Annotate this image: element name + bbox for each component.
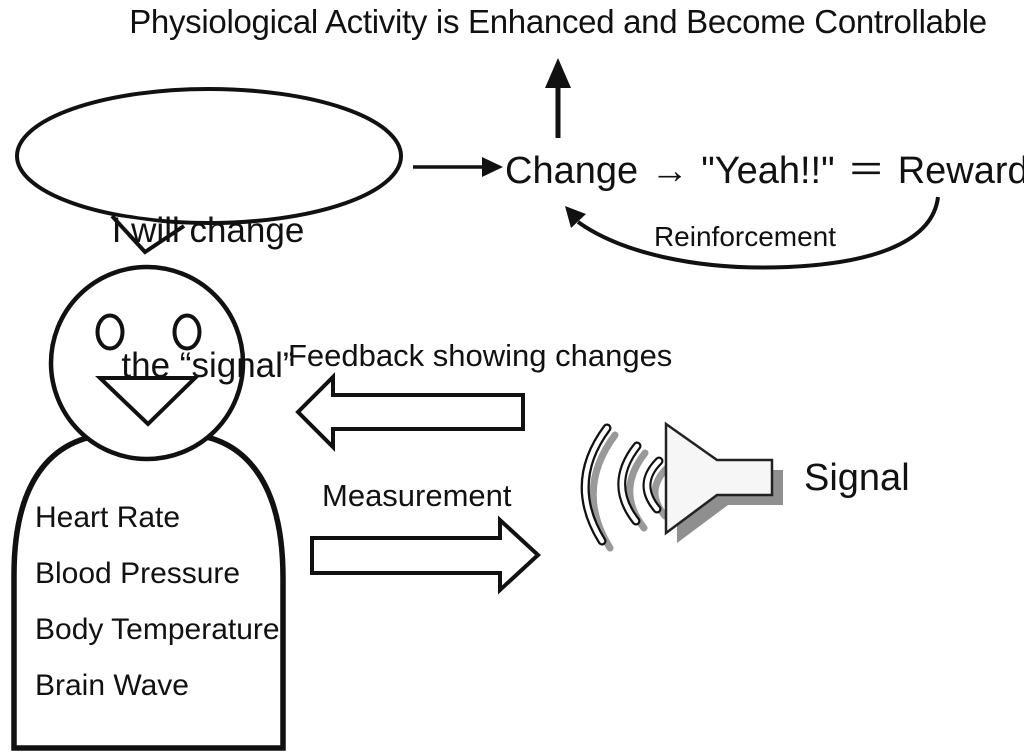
metric-heart-rate: Heart Rate <box>35 501 181 534</box>
metric-brain-wave: Brain Wave <box>35 669 189 702</box>
person-figure <box>11 264 286 751</box>
mouth <box>95 376 200 427</box>
speaker-icon <box>664 421 783 543</box>
left-eye <box>95 313 125 351</box>
speaker-horn <box>664 421 774 536</box>
signal-label: Signal <box>804 457 910 499</box>
speech-bubble-text: I will change the “signal” <box>112 118 305 478</box>
page-title: Physiological Activity is Enhanced and B… <box>129 3 987 40</box>
speech-bubble-tail <box>112 216 184 252</box>
metric-blood-pressure: Blood Pressure <box>35 557 241 590</box>
change-reward-text: Change → "Yeah!!" ＝ Reward <box>505 150 1024 192</box>
measurement-label: Measurement <box>322 478 512 513</box>
right-eye <box>172 313 202 351</box>
person-head <box>48 264 246 462</box>
reinforcement-label: Reinforcement <box>653 221 837 252</box>
up-arrow <box>545 58 571 138</box>
measurement-arrow <box>310 515 541 595</box>
feedback-arrow <box>295 372 525 452</box>
sound-waves-icon <box>580 423 671 552</box>
reinforcement-arrow <box>565 196 940 270</box>
speech-bubble-line-1: I will change <box>111 211 305 250</box>
feedback-label: Feedback showing changes <box>288 338 673 373</box>
speech-bubble <box>15 87 403 255</box>
bubble-to-change-arrow <box>413 157 503 177</box>
speech-bubble-line-2: the “signal” <box>121 346 295 385</box>
metric-body-temperature: Body Temperature <box>35 613 280 646</box>
